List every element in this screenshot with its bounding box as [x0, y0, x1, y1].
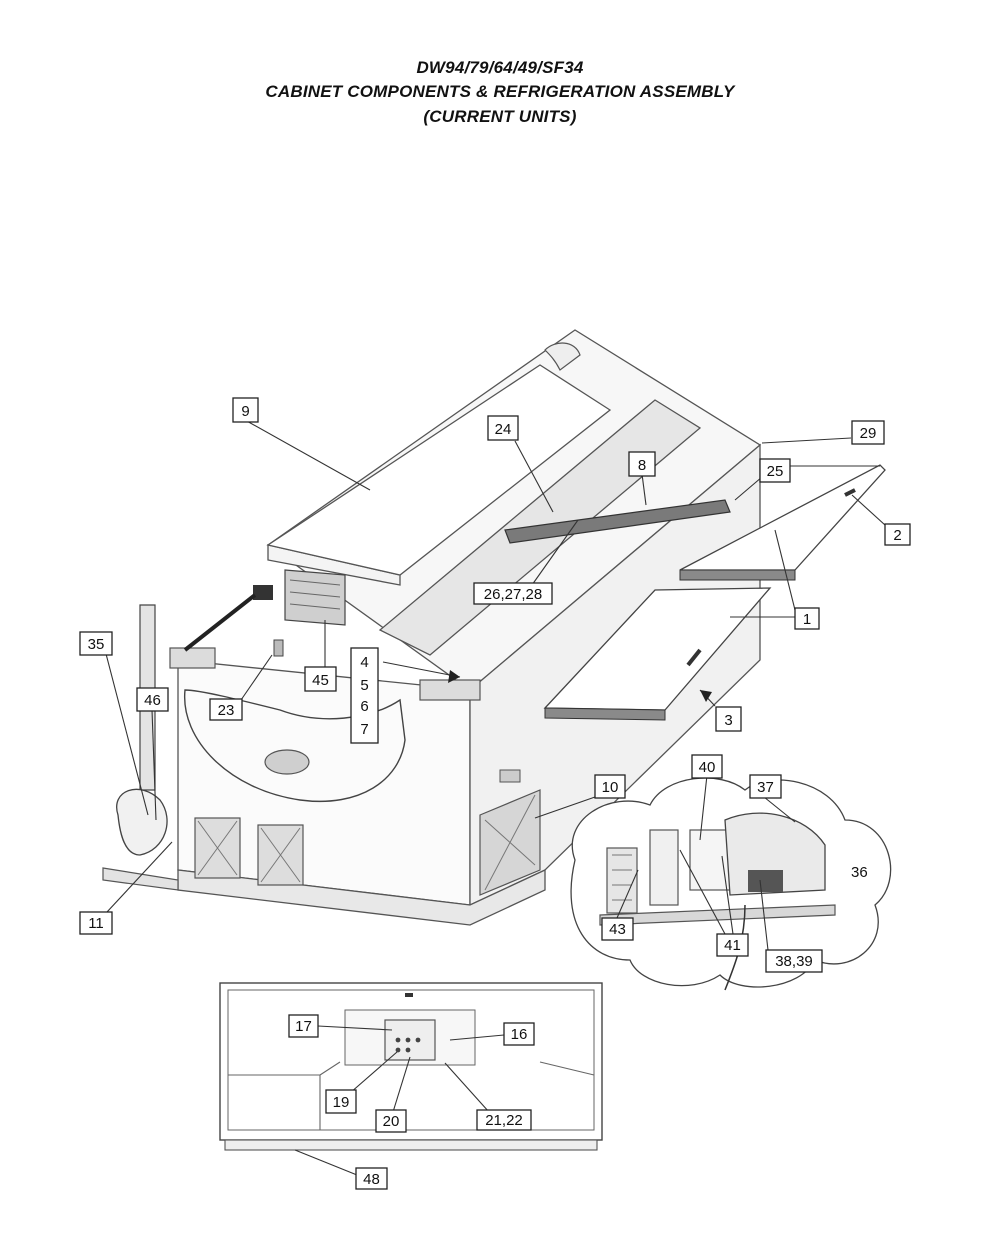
callout-48: 48 — [355, 1167, 388, 1190]
callout-37: 37 — [749, 774, 782, 799]
svg-text:9: 9 — [241, 403, 249, 420]
svg-text:26,27,28: 26,27,28 — [484, 586, 542, 603]
svg-text:10: 10 — [602, 779, 619, 796]
callout-9: 9 — [232, 397, 259, 423]
condenser-coil — [606, 847, 638, 914]
svg-text:20: 20 — [383, 1113, 400, 1130]
base-rail — [102, 867, 179, 891]
callout-19: 19 — [325, 1089, 357, 1114]
callout-2: 2 — [884, 523, 911, 546]
thermostat-bulb — [273, 639, 284, 657]
svg-text:5: 5 — [360, 677, 368, 694]
callout-24: 24 — [487, 415, 519, 441]
callout-11: 11 — [79, 911, 113, 935]
svg-text:38,39: 38,39 — [775, 953, 813, 970]
svg-text:8: 8 — [638, 457, 646, 474]
svg-text:4: 4 — [360, 654, 368, 671]
svg-text:43: 43 — [609, 921, 626, 938]
callout-21-22: 21,22 — [476, 1109, 532, 1131]
callout-4-7: 4 5 6 7 — [350, 647, 379, 744]
leader-lines — [104, 419, 886, 1176]
callout-46: 46 — [136, 687, 169, 712]
assembly-title: CABINET COMPONENTS & REFRIGERATION ASSEM… — [265, 82, 735, 101]
callout-45: 45 — [304, 666, 337, 692]
svg-text:41: 41 — [724, 937, 741, 954]
callout-10: 10 — [594, 774, 626, 799]
rear-view — [219, 982, 603, 1151]
svg-text:24: 24 — [495, 421, 512, 438]
callout-43: 43 — [601, 917, 634, 941]
condensing-coil — [116, 788, 168, 856]
svg-text:46: 46 — [144, 692, 161, 709]
relay-overload — [748, 870, 783, 892]
callout-23: 23 — [209, 698, 243, 721]
callout-29: 29 — [851, 420, 885, 445]
fan-shroud — [649, 829, 679, 906]
svg-text:29: 29 — [860, 425, 877, 442]
svg-text:48: 48 — [363, 1171, 380, 1188]
svg-text:1: 1 — [803, 611, 811, 628]
sliding-door-lower — [543, 587, 772, 721]
model-title: DW94/79/64/49/SF34 — [416, 58, 584, 77]
svg-text:40: 40 — [699, 759, 716, 776]
callout-25: 25 — [759, 458, 791, 483]
callout-20: 20 — [375, 1109, 407, 1133]
svg-text:35: 35 — [88, 636, 105, 653]
refrigeration-detail — [570, 777, 892, 991]
callout-16: 16 — [503, 1022, 535, 1046]
callout-26-27-28: 26,27,28 — [473, 582, 553, 605]
corner-cap — [169, 647, 216, 669]
svg-text:3: 3 — [724, 712, 732, 729]
svg-text:19: 19 — [333, 1094, 350, 1111]
callout-1: 1 — [794, 607, 820, 630]
top-cover-panel — [266, 342, 612, 586]
svg-text:21,22: 21,22 — [485, 1112, 523, 1129]
units-subtitle: (CURRENT UNITS) — [423, 107, 577, 126]
glass-rail — [504, 499, 731, 544]
callout-3: 3 — [715, 706, 742, 732]
callout-17: 17 — [288, 1014, 319, 1038]
callout-35: 35 — [79, 631, 113, 656]
svg-text:45: 45 — [312, 672, 329, 689]
unit-base — [599, 904, 836, 926]
callout-38-39: 38,39 — [765, 949, 823, 973]
side-vent — [499, 769, 521, 783]
callout-41: 41 — [716, 933, 749, 957]
end-cap — [419, 679, 481, 701]
callout-36: 36 — [851, 864, 868, 881]
svg-text:37: 37 — [757, 779, 774, 796]
callout-8: 8 — [628, 451, 656, 477]
svg-text:17: 17 — [295, 1018, 312, 1035]
svg-text:6: 6 — [360, 698, 368, 715]
svg-text:11: 11 — [88, 915, 104, 932]
sliding-door-upper — [679, 464, 886, 581]
callout-40: 40 — [691, 754, 723, 779]
drain-tube — [183, 593, 257, 652]
svg-text:2: 2 — [893, 527, 901, 544]
fan-motor — [253, 585, 273, 600]
evaporator-assembly — [183, 569, 346, 657]
svg-text:16: 16 — [511, 1026, 528, 1043]
svg-text:7: 7 — [360, 721, 368, 738]
svg-text:25: 25 — [767, 463, 784, 480]
svg-text:23: 23 — [218, 702, 235, 719]
